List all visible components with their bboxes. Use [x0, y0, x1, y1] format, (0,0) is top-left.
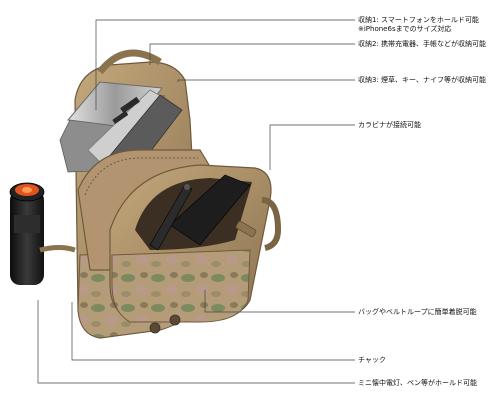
leader-line-storage-1 [95, 19, 355, 110]
leader-line-mini-holder [37, 300, 355, 384]
callout-carabiner: カラビナが接続可能 [358, 121, 421, 129]
callout-zipper: チャック [358, 356, 386, 364]
callout-storage-3: 収納3: 煙草、キー、ナイフ等が収納可能 [358, 76, 486, 84]
leader-line-storage-2 [149, 43, 355, 65]
leader-line-carabiner [269, 124, 355, 170]
callout-storage-1: 収納1: スマートフォンをホールド可能 ※iPhone6sまでのサイズ対応 [358, 16, 479, 33]
callout-belt-loop: バッグやベルトループに簡単着脱可能 [358, 308, 477, 316]
leader-line-belt-loop [204, 290, 355, 313]
front-pocket [109, 164, 282, 334]
leader-line-zipper [71, 302, 355, 361]
callout-storage-2: 収納2: 携帯充電器、手帳などが収納可能 [358, 40, 487, 48]
callout-mini-holder: ミニ懐中電灯、ペン等がホールド可能 [358, 379, 477, 387]
leader-line-storage-3 [177, 79, 355, 82]
leader-lines [37, 19, 355, 384]
mini-flashlight [9, 182, 76, 285]
